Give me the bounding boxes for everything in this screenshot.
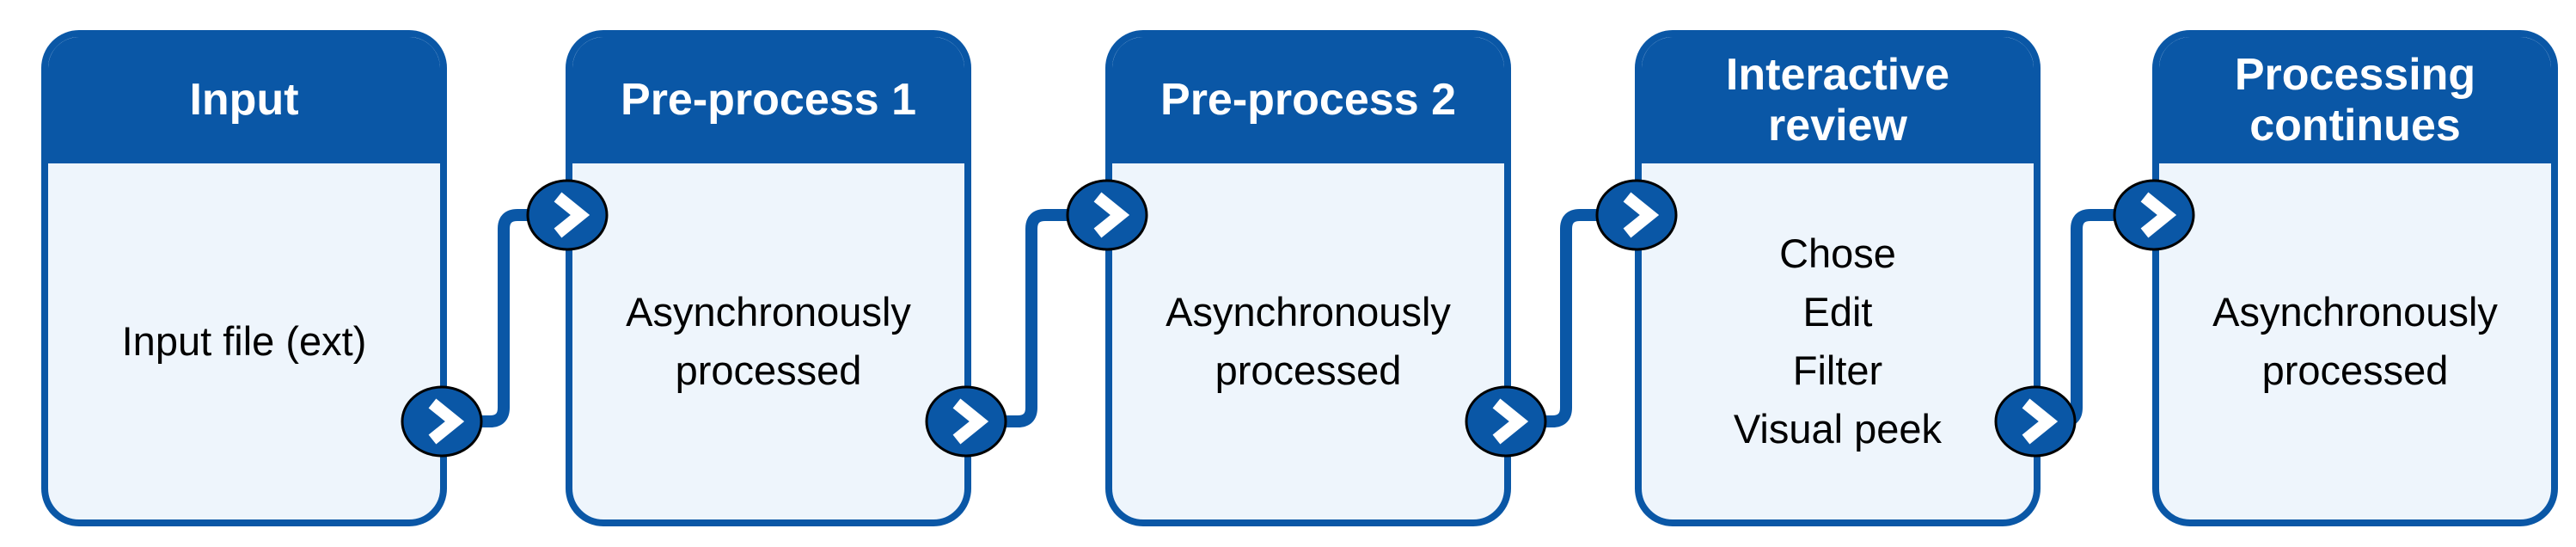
step-body: Asynchronously processed <box>1112 163 1504 519</box>
connector-line <box>966 209 1107 427</box>
step-body: Input file (ext) <box>48 163 440 519</box>
flow-step-input: Input Input file (ext) <box>41 30 447 526</box>
step-title: Processing continues <box>2159 37 2551 163</box>
flow-step-pre-process-1: Pre-process 1 Asynchronously processed <box>566 30 971 526</box>
step-item: Edit <box>1802 288 1873 335</box>
step-description: Input file (ext) <box>121 317 367 364</box>
step-body: Chose Edit Filter Visual peek <box>1642 163 2034 519</box>
step-body: Asynchronously processed <box>572 163 964 519</box>
step-description: Asynchronously processed <box>1166 288 1451 393</box>
flow-step-processing-continues: Processing continues Asynchronously proc… <box>2152 30 2558 526</box>
step-body: Asynchronously processed <box>2159 163 2551 519</box>
step-title: Input <box>48 37 440 163</box>
step-title: Interactive review <box>1642 37 2034 163</box>
step-title: Pre-process 1 <box>572 37 964 163</box>
step-description: Asynchronously processed <box>626 288 911 393</box>
flow-step-interactive-review: Interactive review Chose Edit Filter Vis… <box>1635 30 2041 526</box>
step-item: Visual peek <box>1733 406 1943 452</box>
step-item: Chose <box>1779 230 1896 276</box>
connector-line <box>442 209 567 427</box>
step-title: Pre-process 2 <box>1112 37 1504 163</box>
step-item: Filter <box>1792 347 1883 393</box>
connector-line <box>2035 209 2154 427</box>
step-description: Asynchronously processed <box>2212 288 2498 393</box>
flow-step-pre-process-2: Pre-process 2 Asynchronously processed <box>1105 30 1511 526</box>
connector-line <box>1506 209 1637 427</box>
